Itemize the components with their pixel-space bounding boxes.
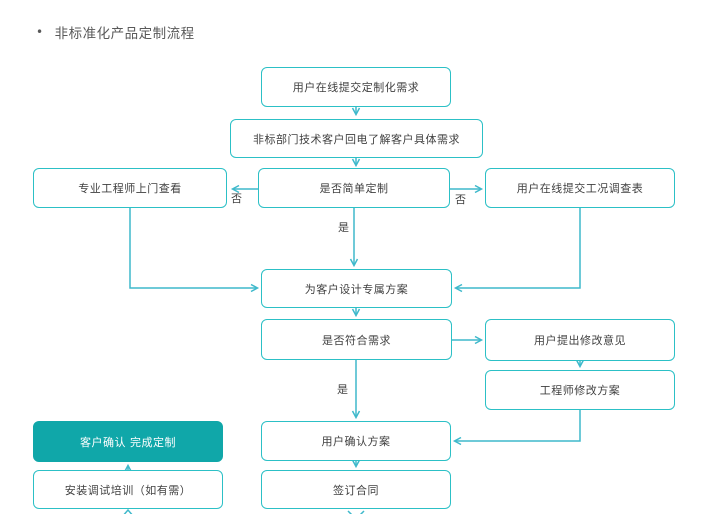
flow-node-engineer-visit: 专业工程师上门查看 bbox=[33, 168, 227, 208]
flow-node-install-training: 安装调试培训（如有需） bbox=[33, 470, 223, 509]
arrow-modify-to-confirm bbox=[452, 410, 581, 446]
arrow-stub-into-install bbox=[123, 508, 133, 514]
flow-node-design-plan: 为客户设计专属方案 bbox=[261, 269, 452, 308]
edge-label-no-right: 否 bbox=[455, 193, 466, 206]
flow-node-callback: 非标部门技术客户回电了解客户具体需求 bbox=[230, 119, 483, 158]
page-title-text: 非标准化产品定制流程 bbox=[54, 26, 195, 42]
flow-node-meet-decision: 是否符合需求 bbox=[261, 319, 452, 360]
flow-node-sign-contract: 签订合同 bbox=[261, 470, 451, 509]
flow-node-simple-decision: 是否简单定制 bbox=[258, 168, 450, 208]
edge-label-no-left: 否 bbox=[231, 192, 242, 205]
bullet-icon: • bbox=[36, 25, 44, 39]
edge-label-yes-upper: 是 bbox=[338, 221, 349, 234]
arrow-engineer-to-design bbox=[129, 208, 260, 293]
flow-node-feedback: 用户提出修改意见 bbox=[485, 319, 675, 361]
flow-node-modify-plan: 工程师修改方案 bbox=[485, 370, 675, 410]
page-title: • 非标准化产品定制流程 bbox=[36, 22, 195, 42]
flow-node-complete: 客户确认 完成定制 bbox=[33, 421, 223, 462]
edge-label-yes-lower: 是 bbox=[337, 383, 348, 396]
arrow-survey-to-design bbox=[453, 208, 581, 293]
flow-node-submit-request: 用户在线提交定制化需求 bbox=[261, 67, 451, 107]
flow-node-confirm-plan: 用户确认方案 bbox=[261, 421, 451, 461]
flow-node-survey: 用户在线提交工况调查表 bbox=[485, 168, 675, 208]
